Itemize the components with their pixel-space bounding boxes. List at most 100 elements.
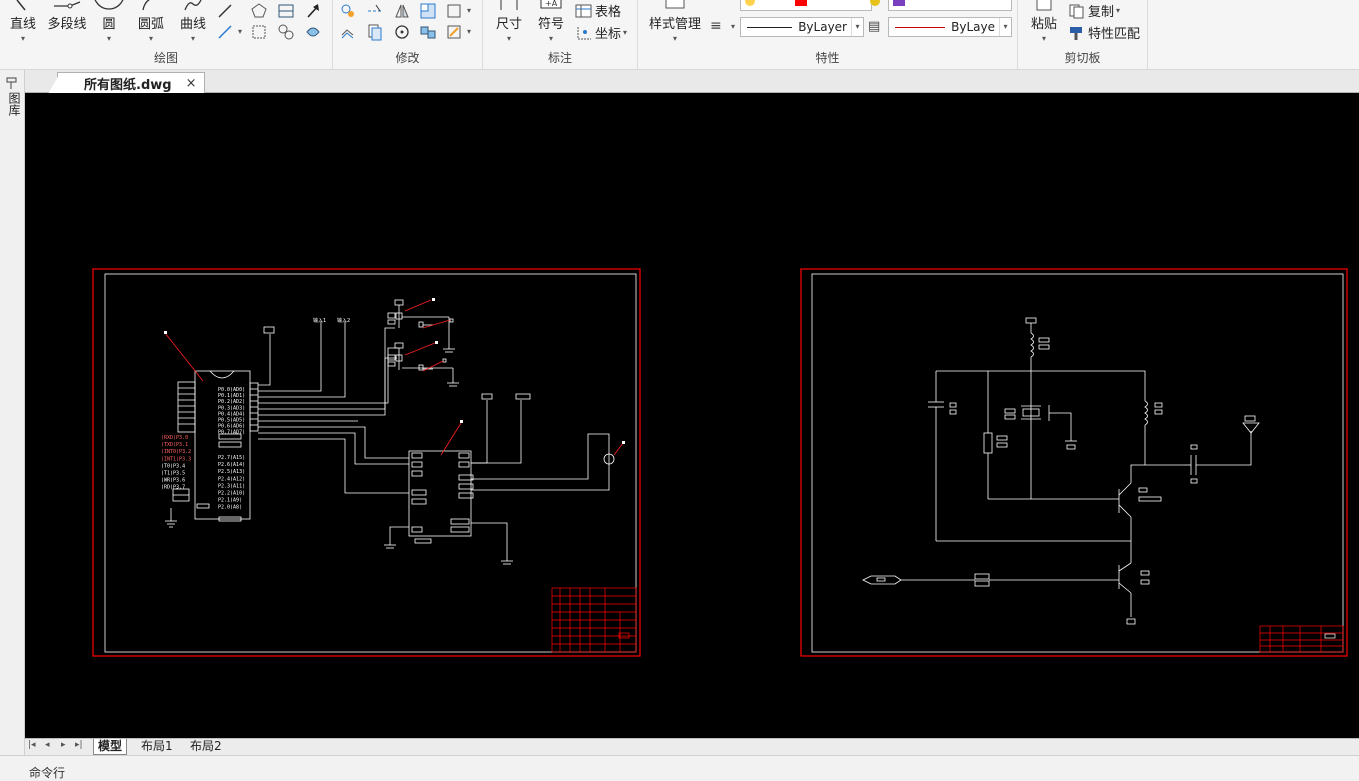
- draw-group: 直线 ▾ 多段线 圆 ▾ 圆弧 ▾ 曲线 ▾ ▾ 绘: [0, 0, 333, 70]
- close-icon[interactable]: ×: [185, 75, 197, 91]
- sheet-left[interactable]: P0.0(AD0)P0.1(AD1)P0.2(AD2)P0.3(AD3)P0.4…: [92, 268, 641, 657]
- circle-button[interactable]: 圆 ▾: [94, 0, 124, 43]
- clipboard-group-label: 剪切板: [1064, 51, 1101, 65]
- chevron-down-icon[interactable]: ▾: [851, 18, 863, 36]
- polygon-icon[interactable]: [250, 2, 268, 20]
- region-icon[interactable]: [304, 23, 322, 41]
- layer-combo[interactable]: [740, 0, 872, 11]
- nav-next-icon[interactable]: ▸: [61, 740, 66, 750]
- table-label: 表格: [595, 5, 622, 20]
- polyline-button[interactable]: 多段线: [44, 0, 90, 32]
- tab-layout2[interactable]: 布局2: [190, 739, 222, 753]
- chevron-down-icon[interactable]: ▾: [467, 27, 472, 36]
- line-button[interactable]: 直线 ▾: [6, 0, 40, 43]
- pin-label-port2: P2.5(A13): [218, 469, 245, 475]
- boundary-icon[interactable]: [277, 23, 295, 41]
- chevron-down-icon[interactable]: ▾: [467, 6, 472, 15]
- coordinate-button[interactable]: 坐标 ▾: [575, 23, 627, 42]
- led-leader-node: [622, 441, 625, 444]
- table-button[interactable]: 表格: [575, 1, 621, 20]
- curve-button[interactable]: 曲线 ▾: [176, 0, 210, 43]
- sheet-left-outer-frame: [92, 268, 641, 657]
- tab-layout1[interactable]: 布局1: [141, 739, 173, 753]
- sheet-right[interactable]: [800, 268, 1348, 657]
- explode-icon[interactable]: [419, 23, 437, 41]
- copy-object-icon[interactable]: [366, 23, 384, 41]
- color-combo[interactable]: [888, 0, 1012, 11]
- pen-icon[interactable]: [216, 2, 234, 20]
- color-combo-swatch: [893, 0, 905, 6]
- chevron-down-icon[interactable]: ▾: [672, 34, 677, 43]
- nav-last-icon[interactable]: ▸|: [75, 740, 83, 750]
- nav-prev-icon[interactable]: ◂: [45, 740, 50, 750]
- line-label: 直线: [9, 17, 36, 32]
- pin-labels: P0.0(AD0)P0.1(AD1)P0.2(AD2)P0.3(AD3)P0.4…: [161, 387, 245, 511]
- chevron-down-icon[interactable]: ▾: [190, 34, 195, 43]
- array-icon[interactable]: [445, 2, 463, 20]
- curve-label: 曲线: [179, 17, 206, 32]
- secondary-ic: [384, 393, 615, 565]
- chevron-down-icon[interactable]: ▾: [999, 18, 1011, 36]
- switch-node: [435, 341, 438, 344]
- chevron-down-icon[interactable]: ▾: [548, 34, 553, 43]
- construction-line-icon[interactable]: [216, 23, 234, 41]
- pin-label-port3: (TXD)P3.1: [161, 442, 188, 448]
- match-properties-label: 特性匹配: [1088, 27, 1141, 42]
- chevron-down-icon[interactable]: ▾: [1041, 34, 1046, 43]
- ground-symbol: [165, 508, 177, 528]
- annotate-group-label: 标注: [547, 51, 572, 65]
- rectangle-icon[interactable]: [250, 23, 268, 41]
- edit-icon[interactable]: [445, 23, 463, 41]
- palette-label[interactable]: 图库: [7, 92, 21, 116]
- offset-icon[interactable]: [339, 23, 357, 41]
- switch-leaders: [404, 299, 451, 372]
- paste-label: 粘贴: [1030, 17, 1057, 32]
- linetype-combo[interactable]: ByLayer ▾: [740, 17, 864, 37]
- chevron-down-icon[interactable]: ▾: [148, 34, 153, 43]
- chevron-down-icon[interactable]: ▾: [623, 28, 628, 37]
- scale-icon[interactable]: [419, 2, 437, 20]
- bus-wires: [258, 321, 409, 494]
- drawing-canvas[interactable]: P0.0(AD0)P0.1(AD1)P0.2(AD2)P0.3(AD3)P0.4…: [25, 93, 1359, 738]
- linetype-scale-icon[interactable]: ▤: [868, 19, 881, 34]
- sheet-right-outer-frame: [800, 268, 1348, 657]
- trim-icon[interactable]: [366, 2, 384, 20]
- chevron-down-icon[interactable]: ▾: [20, 34, 25, 43]
- dimension-label: 尺寸: [495, 17, 522, 32]
- style-manager-button[interactable]: 样式管理 ▾: [644, 0, 706, 43]
- chevron-down-icon[interactable]: ▾: [1116, 6, 1121, 15]
- arc-button[interactable]: 圆弧 ▾: [134, 0, 168, 43]
- copy-button[interactable]: 复制 ▾: [1068, 1, 1120, 20]
- pin-icon[interactable]: [4, 76, 20, 90]
- command-line[interactable]: 命令行: [0, 755, 1359, 780]
- linetype-value: ByLayer: [798, 20, 847, 34]
- rotate-icon[interactable]: [393, 23, 411, 41]
- polyline-label: 多段线: [47, 17, 87, 32]
- move-icon[interactable]: [339, 2, 357, 20]
- svg-text:+A: +A: [545, 0, 558, 8]
- nav-first-icon[interactable]: |◂: [28, 740, 36, 750]
- pin-label-port0: P0.1(AD1): [218, 393, 245, 399]
- polyline-icon: [54, 1, 81, 9]
- chevron-down-icon[interactable]: ▾: [731, 22, 736, 31]
- chevron-down-icon[interactable]: ▾: [106, 34, 111, 43]
- mirror-icon[interactable]: [393, 2, 411, 20]
- tab-model[interactable]: 模型: [93, 739, 128, 755]
- draw-group-label: 绘图: [153, 51, 178, 65]
- arrow-icon[interactable]: [304, 2, 322, 20]
- document-tab[interactable]: 所有图纸.dwg ×: [47, 72, 206, 94]
- paste-icon: [1036, 0, 1052, 11]
- linetype-preview: [747, 26, 793, 28]
- chevron-down-icon[interactable]: ▾: [506, 34, 511, 43]
- chevron-down-icon[interactable]: ▾: [238, 27, 243, 36]
- paste-button[interactable]: 粘贴 ▾: [1024, 0, 1064, 43]
- lineweight-icon[interactable]: ≡: [710, 18, 722, 34]
- dimension-button[interactable]: 尺寸 ▾: [491, 0, 527, 43]
- pin-label-port2: P2.6(A14): [218, 462, 245, 468]
- lineweight-combo[interactable]: ByLaye ▾: [888, 17, 1012, 37]
- modify-group-label: 修改: [395, 51, 420, 65]
- drawing-svg[interactable]: P0.0(AD0)P0.1(AD1)P0.2(AD2)P0.3(AD3)P0.4…: [25, 93, 1359, 738]
- match-properties-button[interactable]: 特性匹配: [1068, 23, 1140, 42]
- hatch-icon[interactable]: [277, 2, 295, 20]
- symbol-button[interactable]: +A 符号 ▾: [533, 0, 569, 43]
